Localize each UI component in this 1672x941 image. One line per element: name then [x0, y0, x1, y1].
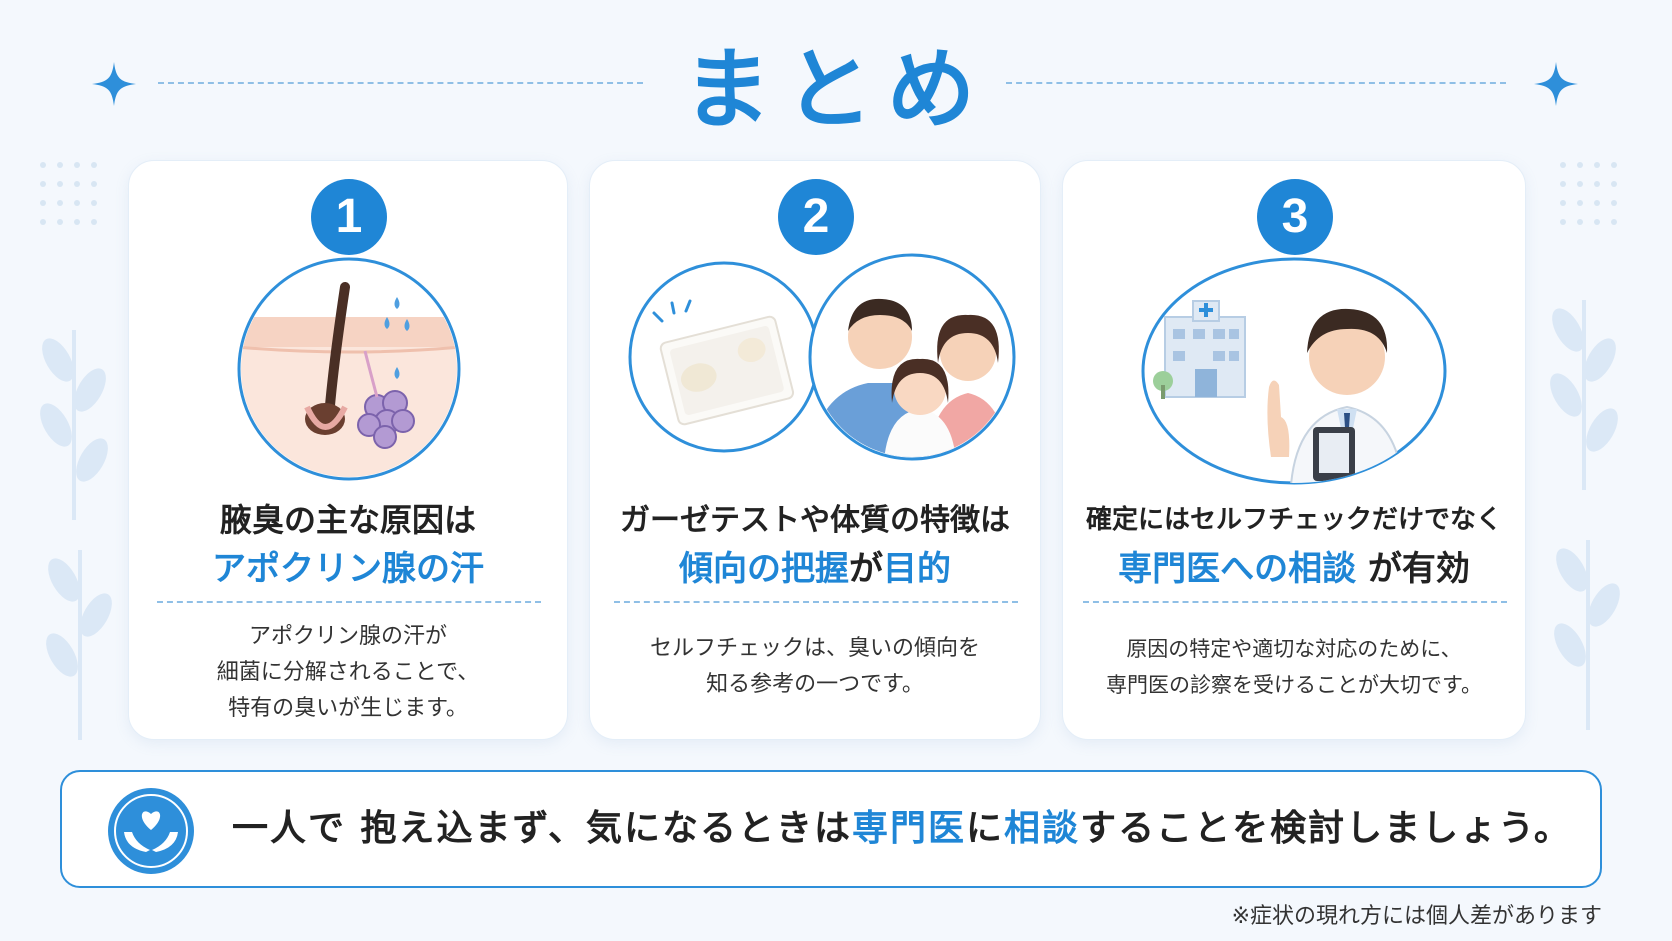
- summary-card-3: 3 確定にはセルフチェックだけでなく 専門医への相談 が有効 原因の特定や適切な…: [1062, 160, 1526, 740]
- card-headline-highlight: 傾向の把握が目的: [679, 549, 951, 589]
- card-body: アポクリン腺の汗が 細菌に分解されることで、 特有の臭いが生じます。: [216, 624, 480, 721]
- sparkle-icon: [1534, 62, 1578, 106]
- card-headline: 腋臭の主な原因は: [219, 501, 476, 539]
- card-divider: [614, 601, 1018, 603]
- step-number-badge: 1: [311, 179, 387, 255]
- leaf-icon: [40, 330, 108, 520]
- footnote: ※症状の現れ方には個人差があります: [1231, 904, 1602, 929]
- card-headline: ガーゼテストや体質の特徴は: [620, 503, 1010, 538]
- family-illustration: [808, 253, 1016, 461]
- summary-card-2: 2 ガーゼテストや体質の特徴は 傾向の把握が目的 セルフチェックは、臭: [589, 160, 1041, 740]
- card-body: セルフチェックは、臭いの傾向を 知る参考の一つです。: [649, 636, 980, 697]
- summary-card-1: 1 腋臭の主な原因は アポクリン腺の汗 アポクリン腺の汗が 細菌に分解されること…: [128, 160, 568, 740]
- decorative-dots: [1560, 162, 1617, 225]
- title-row: まとめ: [0, 40, 1672, 140]
- card-divider: [157, 601, 541, 603]
- leaf-icon: [1550, 300, 1618, 490]
- decorative-dots: [40, 162, 97, 225]
- heart-hands-icon: [108, 788, 194, 874]
- card-divider: [1083, 601, 1507, 603]
- leaf-icon: [1554, 540, 1620, 730]
- sweat-gland-illustration: [237, 257, 461, 481]
- card-headline: 確定にはセルフチェックだけでなく: [1085, 505, 1502, 535]
- step-number-badge: 3: [1257, 179, 1333, 255]
- title-divider-left: [158, 82, 643, 84]
- gauze-illustration: [628, 261, 820, 453]
- card-headline-highlight: 専門医への相談 が有効: [1118, 549, 1470, 589]
- banner-message: 一人で 抱え込まず、気になるときは専門医に相談することを検討しましょう。: [232, 808, 1572, 849]
- leaf-icon: [46, 550, 112, 740]
- page-title: まとめ: [682, 38, 989, 141]
- advice-banner: 一人で 抱え込まず、気になるときは専門医に相談することを検討しましょう。: [60, 770, 1602, 888]
- card-body: 原因の特定や適切な対応のために、 専門医の診察を受けることが大切です。: [1106, 637, 1482, 697]
- title-divider-right: [1006, 82, 1506, 84]
- sparkle-icon: [92, 62, 136, 106]
- step-number-badge: 2: [778, 179, 854, 255]
- card-headline-highlight: アポクリン腺の汗: [212, 549, 484, 589]
- doctor-illustration: [1141, 257, 1447, 485]
